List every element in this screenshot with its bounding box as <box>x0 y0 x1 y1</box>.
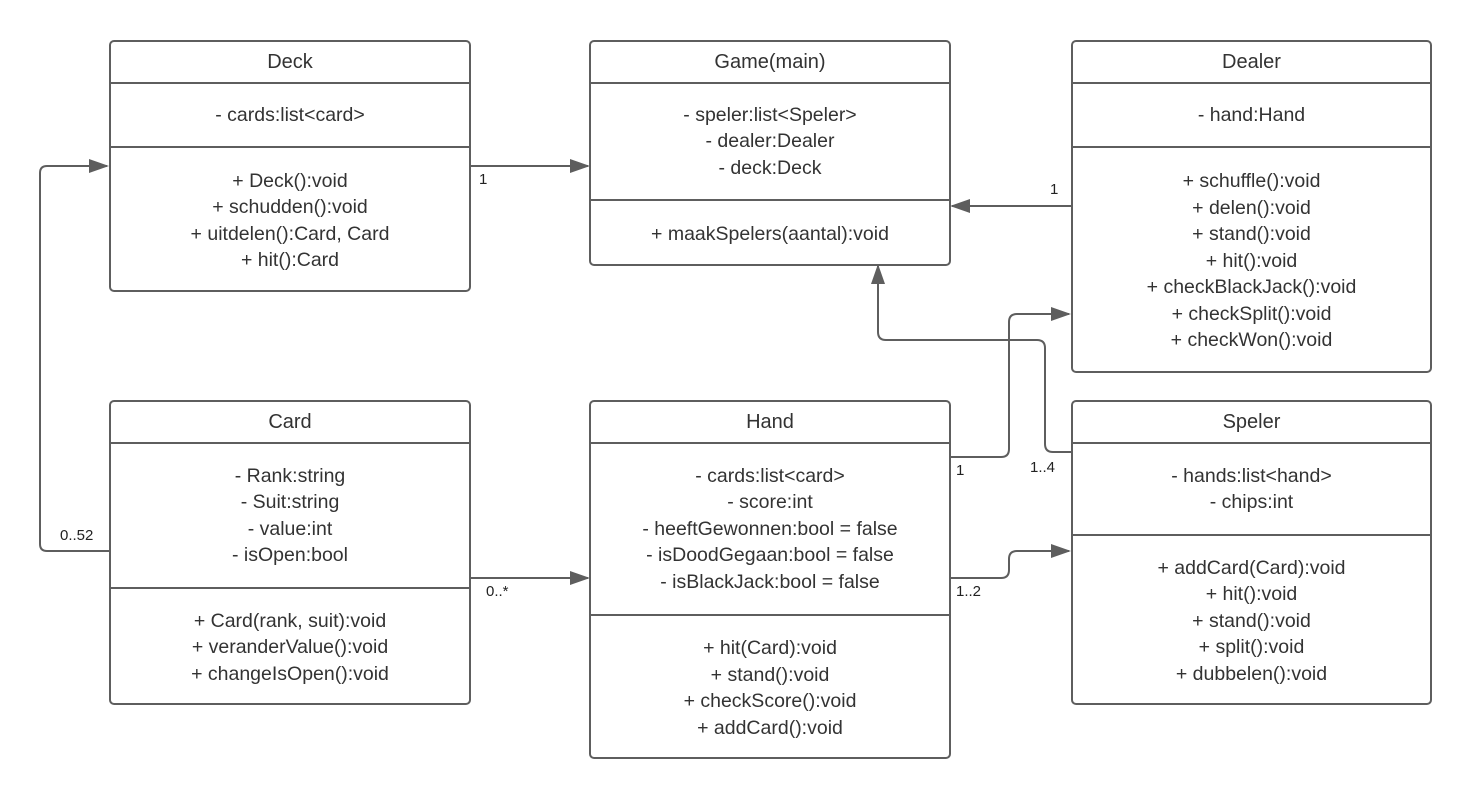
class-card-attribute: - Rank:string <box>234 464 346 487</box>
multiplicity-card-hand: 0..* <box>486 583 509 600</box>
class-card[interactable]: Card - Rank:string - Suit:string - value… <box>109 400 471 705</box>
class-hand-attribute: - score:int <box>727 491 813 514</box>
class-hand-operation: + hit(Card):void <box>703 637 837 659</box>
class-speler-operation: + addCard(Card):void <box>1157 556 1346 579</box>
class-card-attribute: - isOpen:bool <box>232 544 348 566</box>
class-speler-operation: + split():void <box>1198 636 1305 659</box>
class-dealer-operation: + hit():void <box>1205 249 1298 272</box>
multiplicity-dealer-game: 1 <box>1050 181 1059 198</box>
class-dealer-operation: + checkSplit():void <box>1171 302 1332 325</box>
class-hand-operation: + addCard():void <box>697 716 843 739</box>
connector-card-deck <box>39 159 109 552</box>
class-hand-attribute: - heeftGewonnen:bool = false <box>642 517 898 540</box>
multiplicity-hand-speler: 1..2 <box>956 583 982 600</box>
class-card-attribute: - Suit:string <box>240 491 340 513</box>
class-hand-name: Hand <box>591 402 949 444</box>
class-speler-attribute: - hands:list<hand> <box>1171 464 1332 487</box>
class-card-name: Card <box>111 402 469 444</box>
class-speler-operation: + hit():void <box>1205 583 1298 606</box>
class-dealer-operations: + schuffle():void + delen():void + stand… <box>1073 148 1430 370</box>
class-card-attributes: - Rank:string - Suit:string - value:int … <box>111 444 469 589</box>
class-dealer-name: Dealer <box>1073 42 1430 84</box>
class-speler-operations: + addCard(Card):void + hit():void + stan… <box>1073 536 1430 702</box>
class-card-operation: + changeIsOpen():void <box>191 662 389 685</box>
class-dealer-attributes: - hand:Hand <box>1073 84 1430 148</box>
class-hand-attributes: - cards:list<card> - score:int - heeftGe… <box>591 444 949 616</box>
class-speler-name: Speler <box>1073 402 1430 444</box>
class-game-attribute: - dealer:Dealer <box>705 130 835 153</box>
class-game-attributes: - speler:list<Speler> - dealer:Dealer - … <box>591 84 949 201</box>
class-deck-operation: + hit():Card <box>240 249 340 271</box>
class-deck[interactable]: Deck - cards:list<card> + Deck():void + … <box>109 40 471 292</box>
multiplicity-hand-dealer: 1 <box>956 462 965 479</box>
class-speler-operation: + stand():void <box>1192 609 1311 632</box>
class-deck-name: Deck <box>111 42 469 84</box>
multiplicity-deck-game: 1 <box>479 171 488 188</box>
class-dealer-operation: + schuffle():void <box>1182 170 1321 193</box>
class-deck-operation: + schudden():void <box>212 196 368 218</box>
class-card-operations: + Card(rank, suit):void + veranderValue(… <box>111 589 469 702</box>
class-hand-operations: + hit(Card):void + stand():void + checkS… <box>591 616 949 756</box>
class-game-attribute: - deck:Deck <box>718 156 822 179</box>
class-game[interactable]: Game(main) - speler:list<Speler> - deale… <box>589 40 951 266</box>
class-dealer-operation: + delen():void <box>1192 196 1311 219</box>
class-game-operations: + maakSpelers(aantal):void <box>591 201 949 263</box>
class-deck-operation: + Deck():void <box>232 169 348 192</box>
connector-hand-speler <box>951 544 1071 579</box>
class-deck-operations: + Deck():void + schudden():void + uitdel… <box>111 148 469 289</box>
multiplicity-speler-game: 1..4 <box>1030 459 1056 476</box>
class-hand-attribute: - cards:list<card> <box>695 464 845 487</box>
class-dealer-operation: + checkWon():void <box>1170 329 1333 352</box>
class-game-operation: + maakSpelers(aantal):void <box>651 222 889 245</box>
connector-speler-game <box>871 264 1071 453</box>
class-game-attribute: - speler:list<Speler> <box>683 103 857 126</box>
class-card-attribute: - value:int <box>247 517 333 540</box>
class-card-operation: + Card(rank, suit):void <box>193 609 387 632</box>
class-dealer-attribute: - hand:Hand <box>1197 103 1306 126</box>
class-dealer-operation: + checkBlackJack():void <box>1146 276 1357 299</box>
class-game-name: Game(main) <box>591 42 949 84</box>
class-hand-operation: + checkScore():void <box>683 690 857 712</box>
class-card-operation: + veranderValue():void <box>191 636 389 659</box>
class-speler[interactable]: Speler - hands:list<hand> - chips:int + … <box>1071 400 1432 705</box>
class-deck-operation: + uitdelen():Card, Card <box>190 222 390 245</box>
class-hand[interactable]: Hand - cards:list<card> - score:int - he… <box>589 400 951 759</box>
class-deck-attribute: - cards:list<card> <box>215 103 365 126</box>
class-dealer-operation: + stand():void <box>1192 223 1311 246</box>
class-speler-operation: + dubbelen():void <box>1175 662 1328 685</box>
class-speler-attributes: - hands:list<hand> - chips:int <box>1073 444 1430 536</box>
class-hand-attribute: - isBlackJack:bool = false <box>660 570 880 593</box>
connector-hand-dealer <box>951 307 1071 458</box>
class-deck-attributes: - cards:list<card> <box>111 84 469 148</box>
class-hand-operation: + stand():void <box>710 663 830 686</box>
class-dealer[interactable]: Dealer - hand:Hand + schuffle():void + d… <box>1071 40 1432 373</box>
class-speler-attribute: - chips:int <box>1209 491 1294 513</box>
multiplicity-card-deck: 0..52 <box>60 527 94 544</box>
class-hand-attribute: - isDoodGegaan:bool = false <box>646 544 894 567</box>
